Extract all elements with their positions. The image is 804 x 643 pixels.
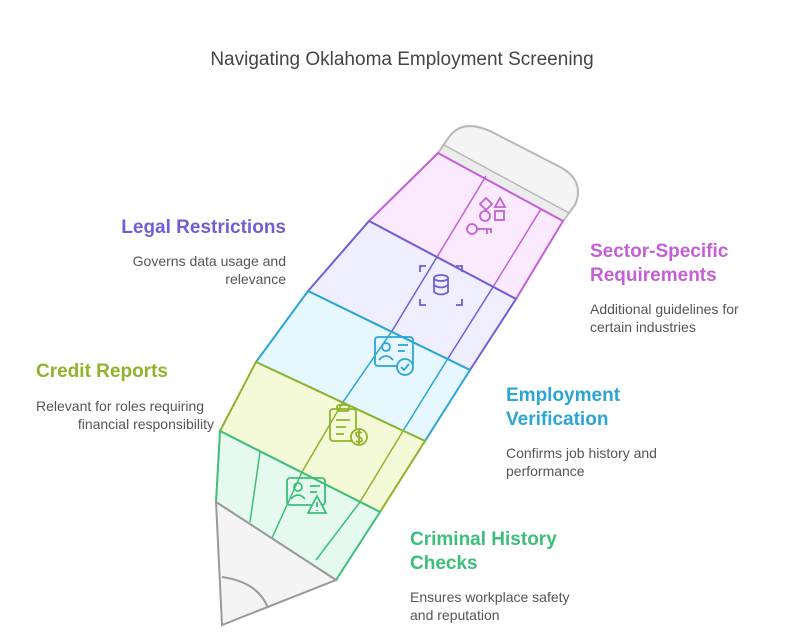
sector-specific-label: Sector-Specific Requirements — [590, 241, 729, 286]
legal-restrictions-label: Legal Restrictions — [121, 217, 286, 238]
employment-verification-desc: Confirms job history and performance — [506, 445, 657, 479]
id-card-check-icon — [374, 336, 414, 376]
sector-specific-desc: Additional guidelines for certain indust… — [590, 301, 739, 335]
criminal-history-desc: Ensures workplace safety and reputation — [410, 589, 570, 623]
employment-verification-label: Employment Verification — [506, 385, 621, 430]
pencil-lead-curve — [221, 576, 269, 609]
legal-restrictions-desc: Governs data usage and relevance — [132, 253, 286, 287]
criminal-history-label: Criminal History Checks — [410, 529, 557, 574]
credit-reports-label: Credit Reports — [36, 361, 168, 382]
shapes-key-icon — [466, 196, 507, 235]
clipboard-dollar-icon — [329, 404, 368, 446]
pencil-tip — [214, 500, 339, 627]
database-sync-icon — [419, 265, 463, 306]
credit-reports-desc: Relevant for roles requiring financial r… — [36, 398, 214, 432]
id-card-warning-icon — [286, 477, 328, 514]
pencil-eraser — [436, 125, 579, 223]
diagram-title: Navigating Oklahoma Employment Screening — [210, 49, 594, 70]
